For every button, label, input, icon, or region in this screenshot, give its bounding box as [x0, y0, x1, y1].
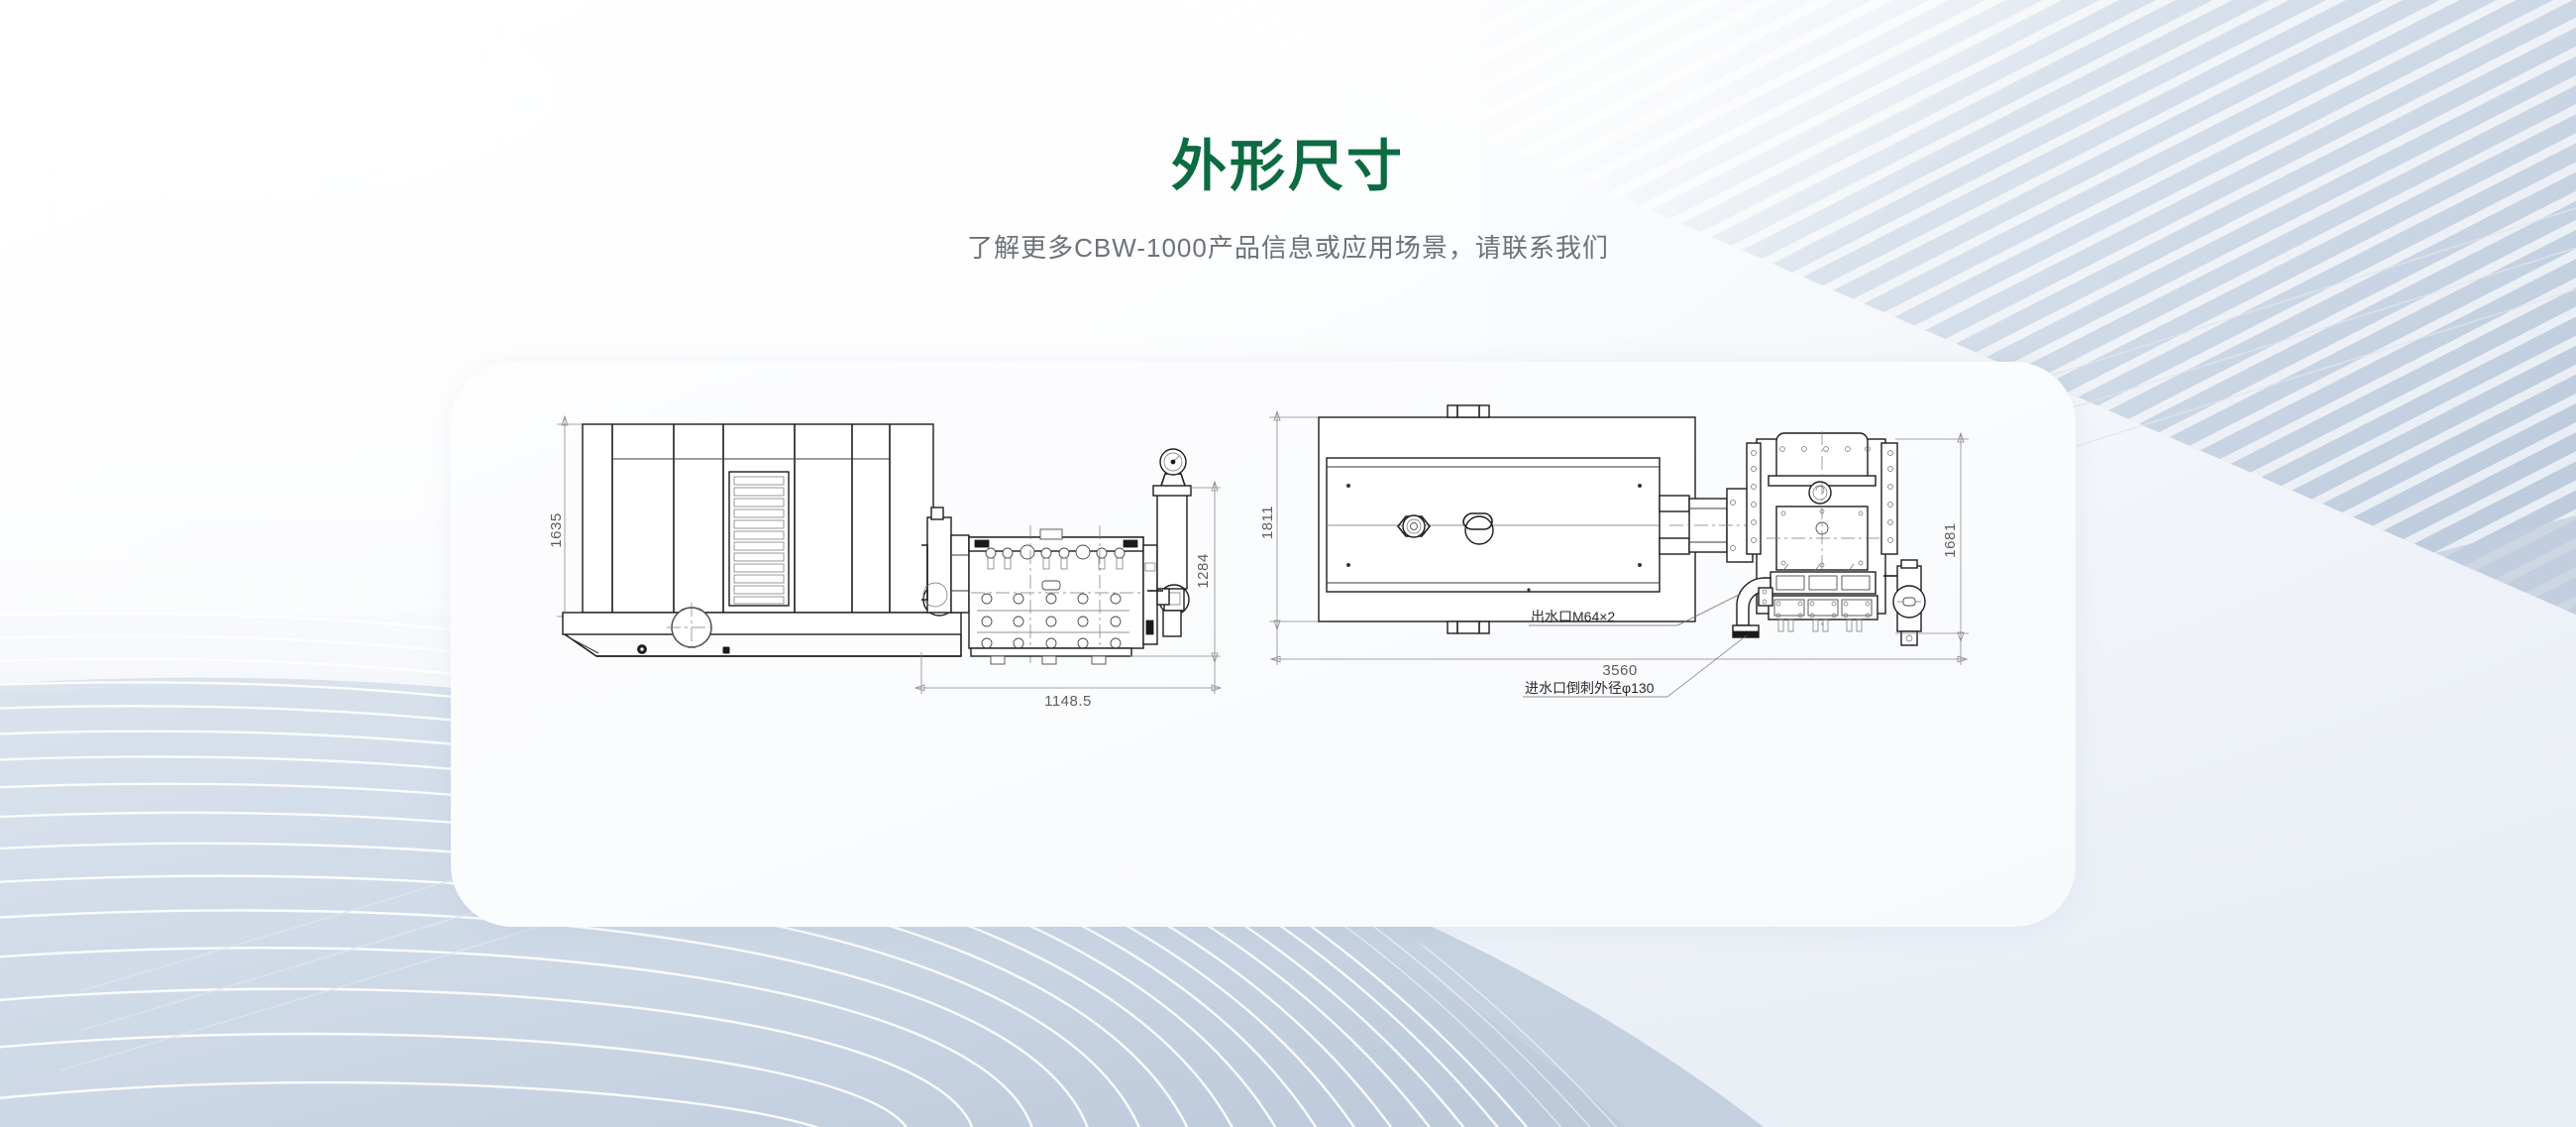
base-skid: [562, 603, 962, 657]
manifold-studs: [1775, 601, 1871, 619]
page-title: 外形尺寸: [1171, 135, 1405, 197]
drawing-card: 1635: [451, 362, 2076, 927]
side-elevation-drawing: 1635: [548, 414, 1223, 710]
crankcase-bolt-grid: [977, 593, 1129, 649]
canopy-enclosure: [582, 423, 934, 614]
dimension-pump-width: 1148.5: [913, 652, 1223, 710]
crankcase-studs: [985, 544, 1126, 570]
dimension-overall-width-left: 1811: [1259, 409, 1319, 631]
dim-1811: 1811: [1259, 506, 1276, 539]
oil-sight-glass: [1808, 481, 1832, 505]
dim-1635: 1635: [548, 512, 565, 547]
pump-assembly-side: [921, 448, 1192, 665]
dimension-pump-height: 1284: [1129, 480, 1221, 664]
pump-side-bolts: [1751, 450, 1893, 543]
dim-3560: 3560: [1602, 662, 1637, 679]
annotation-outlet-text: 出水口M64×2: [1531, 609, 1615, 624]
dimension-overall-length: 3560: [1269, 629, 1969, 679]
louver-slats: [733, 476, 785, 605]
hex-fitting: [1396, 514, 1432, 538]
dim-1284: 1284: [1195, 553, 1212, 588]
annotation-inlet-text: 进水口倒刺外径φ130: [1525, 680, 1655, 696]
pump-assembly-plan: [1669, 431, 1926, 646]
discharge-dampener: [1883, 559, 1926, 646]
pump-top-bolts: [1779, 446, 1871, 452]
oval-hatch: [1462, 512, 1494, 545]
page-subtitle: 了解更多CBW-1000产品信息或应用场景，请联系我们: [967, 233, 1609, 263]
drawing-card-inner: 1635: [451, 362, 2076, 927]
dimension-overall-width-right: 1681: [1895, 431, 1969, 643]
plan-view-drawing: 1811: [1259, 404, 1969, 698]
mount-lugs: [1447, 404, 1490, 634]
dim-1148-5: 1148.5: [1044, 693, 1092, 710]
page-header: 外形尺寸 了解更多CBW-1000产品信息或应用场景，请联系我们: [0, 0, 2576, 265]
inlet-elbow: [1732, 577, 1773, 638]
skid-plan-outline: [1318, 404, 1696, 634]
panel-bolts: [1780, 508, 1864, 568]
dim-1681: 1681: [1942, 522, 1959, 557]
discharge-studs: [1777, 619, 1863, 632]
annotation-outlet-port: 出水口M64×2: [1529, 593, 1742, 626]
annotation-inlet-port: 进水口倒刺外径φ130: [1523, 634, 1748, 698]
